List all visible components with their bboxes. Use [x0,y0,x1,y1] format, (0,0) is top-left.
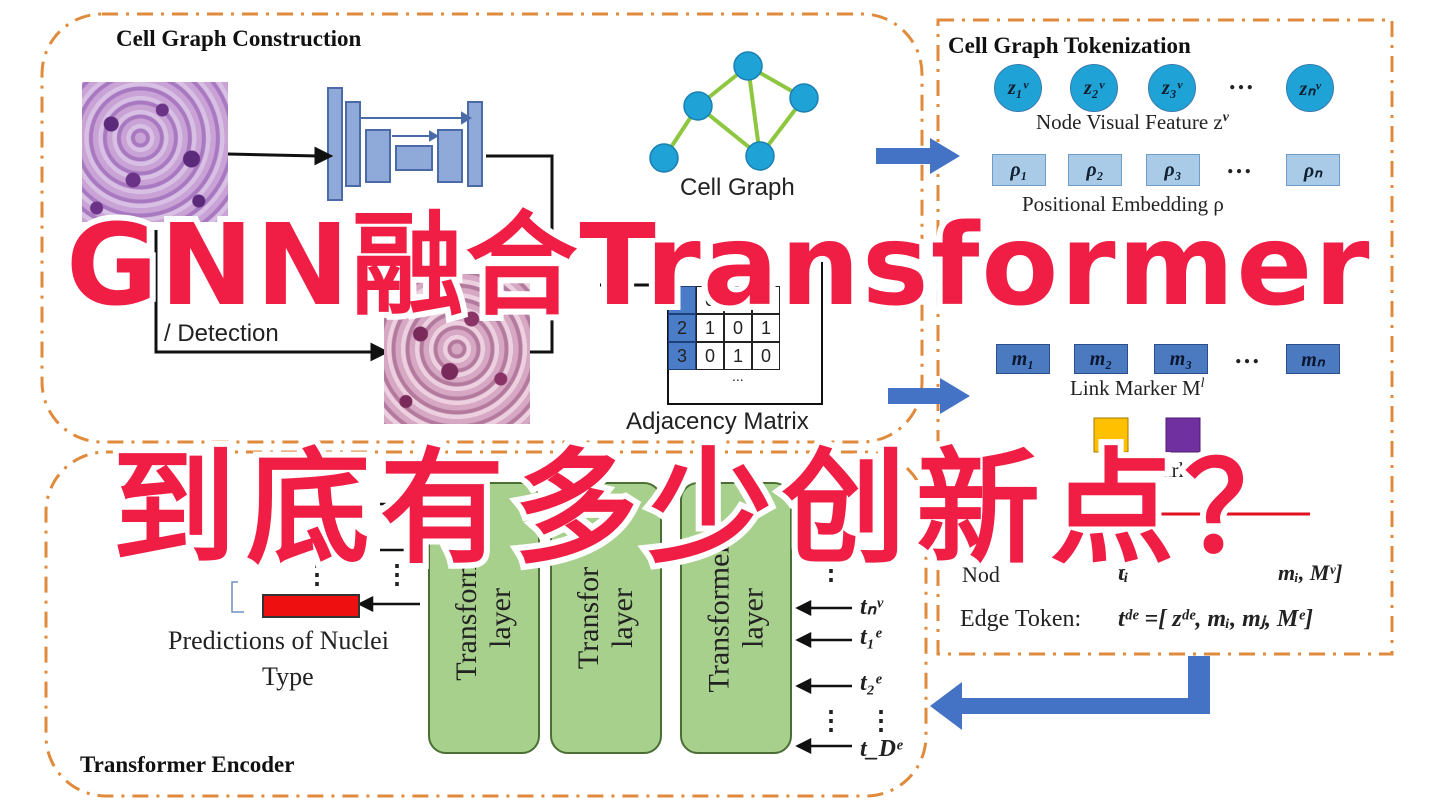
positional-embedding-label: Positional Embedding ρ [1022,192,1224,216]
link-marker-row: m₁ m₂ m₃ mₙ … [994,340,1364,374]
construction-border [40,12,924,444]
rho-token-4: ρₙ [1286,154,1340,186]
tissue-image-input [82,82,228,222]
m-token-4: mₙ [1286,344,1340,374]
transformer-layer-3: Transformer layer [680,482,792,754]
matrix-row-index: 3 [668,342,696,370]
vdots-right-1: ⋮ [818,556,844,585]
prediction-bar [262,594,360,618]
z-label-text: Node Visual Feature z [1036,110,1223,134]
z-label-sup: v [1222,110,1229,125]
predictions-label-type: Type [262,662,314,691]
matrix-cell: 1 [696,314,724,342]
encoder-title: Transformer Encoder [80,752,295,777]
link-marker-label: Link Marker Ml [1070,376,1205,401]
tokenization-title: Cell Graph Tokenization [948,33,1191,58]
flow-arrows [876,138,1210,730]
rho-token-1: ρ₁ [992,154,1046,186]
adjacency-matrix-label: Adjacency Matrix [626,408,809,435]
m-label-sup: l [1200,376,1205,391]
rho-token-3: ρ₃ [1146,154,1200,186]
z-ellipsis: … [1228,66,1254,95]
transformer-layer-1: Transform layer [428,482,540,754]
edge-token-formula: tᵈᵉ =[ zᵈᵉ, mᵢ, mⱼ, Mᵉ] [1118,606,1313,632]
node-visual-feature-label: Node Visual Feature zv [1036,110,1229,135]
m-token-3: m₃ [1154,344,1208,374]
matrix-cell [752,286,780,314]
z-token-2: z₂ᵛ [1070,64,1118,112]
input-token-tnv: tₙᵛ [860,594,883,620]
encoder-border [44,450,928,798]
matrix-cell: 0 [696,342,724,370]
matrix-cell: 1 [752,314,780,342]
matrix-row-index: 2 [668,314,696,342]
matrix-cell: 0 [752,342,780,370]
z-token-4: zₙᵛ [1286,64,1334,112]
transformer-layer-2: Transfor layer [550,482,662,754]
rho-token-2: ρ₂ [1068,154,1122,186]
rho-ellipsis: … [1226,150,1252,179]
segmentation-network [327,87,483,201]
matrix-cell: 0 [724,314,752,342]
tokenization-border [936,18,1394,656]
cell-graph [649,51,819,173]
vdots-right-2: ⋮ [818,706,844,735]
construction-arrows [154,146,660,362]
matrix-cell [724,286,752,314]
m-label-text: Link Marker M [1070,376,1201,400]
construction-title: Cell Graph Construction [116,26,362,51]
z-token-3: z₃ᵛ [1148,64,1196,112]
tissue-image-detected [384,274,530,424]
encoder-arrows [357,502,852,755]
overlay-title-line2: 到底有多少创新点？ [106,431,1319,587]
node-token-tail: mᵢ, Mᵛ] [1278,560,1343,585]
predictions-label: Predictions of Nuclei [168,626,389,655]
node-visual-feature-row: z₁ᵛ z₂ᵛ z₃ᵛ zₙᵛ … [994,64,1364,114]
vdots-right-3: ⋮ [868,706,894,735]
m-token-2: m₂ [1074,344,1128,374]
matrix-cell: 1 [724,342,752,370]
edge-token-label: Edge Token: [960,606,1082,632]
positional-embedding-row: ρ₁ ρ₂ ρ₃ ρₙ … [992,150,1362,188]
matrix-ellipsis: ... [732,368,744,384]
matrix-cell: 0 [696,286,724,314]
input-token-t1e: t₁ᵉ [860,624,882,650]
node-token-partial: Nod [962,562,1000,587]
matrix-row-index [668,286,696,314]
token-mark-yellow [1093,417,1129,453]
token-mark-purple [1165,417,1201,453]
overlay-title-line1: GNN融合Transformer [60,195,1376,337]
input-token-t2e: t₂ᵉ [860,670,882,696]
cell-graph-label: Cell Graph [680,174,795,201]
vdots-left-1: ⋮ [304,560,330,589]
m-token-1: m₁ [996,344,1050,374]
vdots-left-2: ⋮ [384,560,410,589]
z-token-1: z₁ᵛ [994,64,1042,112]
node-token-formula: tᵢ [1118,560,1129,586]
token-mark-label: ken Mark [1108,458,1190,482]
detection-label: / Detection [164,320,279,347]
m-ellipsis: … [1234,340,1260,369]
input-token-tDe: t_Dᵉ [860,736,903,762]
